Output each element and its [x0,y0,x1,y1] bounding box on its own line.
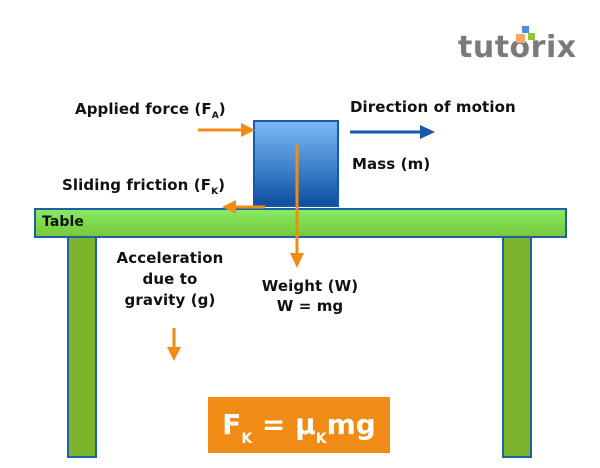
gravity-arrow [167,328,181,361]
sliding-friction-arrow [222,200,265,214]
acceleration-line-1: Acceleration [116,249,224,267]
formula-equals-mu: = μ [252,408,316,441]
formula-mg: mg [326,408,376,441]
friction-formula: FK = μKmg [208,397,390,453]
table-leg-left [67,236,97,458]
applied-force-subscript: A [211,111,219,121]
formula-mu-subscript: K [315,431,327,447]
weight-line-1: Weight (W) [261,277,359,295]
acceleration-line-2: due to [142,270,198,288]
sliding-friction-subscript: K [211,187,219,197]
table-label: Table [42,214,85,230]
logo-dot-orange [516,34,525,43]
table-top: Table [34,208,567,238]
logo-dot-green [528,33,535,40]
applied-force-text: Applied force (F [75,100,212,118]
weight-equation: W = mg [276,297,344,315]
tutorix-logo: tutorix [458,26,577,65]
sliding-friction-label: Sliding friction (FK) [62,176,225,197]
sliding-friction-text: Sliding friction (F [62,176,212,194]
weight-label: Weight (W) W = mg [240,276,380,316]
table-leg-right [502,236,532,458]
direction-of-motion-label: Direction of motion [350,98,516,116]
formula-force: F [222,408,242,441]
applied-force-close: ) [218,100,226,118]
acceleration-label: Acceleration due to gravity (g) [100,248,240,311]
applied-force-arrow [198,123,255,137]
acceleration-line-3: gravity (g) [124,291,216,309]
mass-label: Mass (m) [352,155,431,173]
formula-force-subscript: K [241,431,253,447]
applied-force-label: Applied force (FA) [75,100,226,121]
sliding-friction-close: ) [218,176,226,194]
logo-dot-blue [522,26,529,33]
direction-of-motion-arrow [350,125,435,139]
weight-arrow [290,145,304,268]
